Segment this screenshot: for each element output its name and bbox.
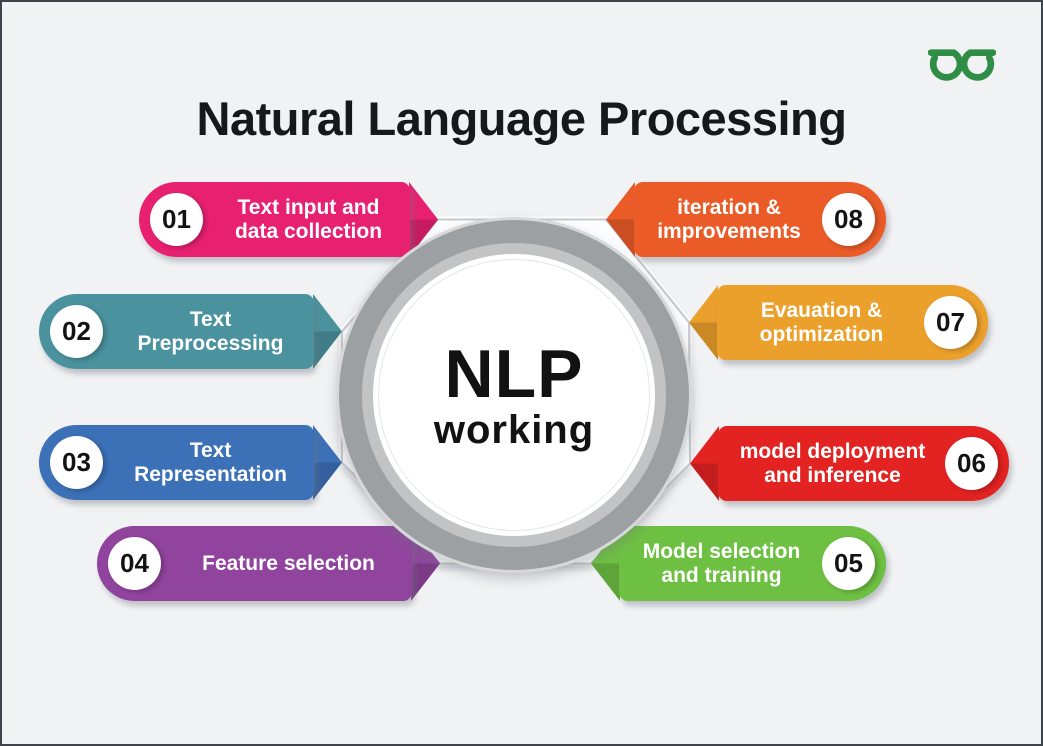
step-label: iteration & improvements — [657, 195, 801, 243]
ribbon-arrow-tip — [313, 294, 342, 369]
step-number: 05 — [834, 548, 863, 578]
step-number: 03 — [62, 447, 91, 477]
step-ribbon-04: 04 Feature selection — [97, 526, 440, 601]
ribbon-arrow-tip — [606, 182, 635, 257]
ribbon-arrow-tip — [591, 526, 620, 601]
page-title: Natural Language Processing — [196, 92, 847, 146]
ribbon-arrow-tip — [690, 426, 719, 501]
step-number: 08 — [834, 204, 863, 234]
step-label: Text Preprocessing — [137, 307, 284, 355]
step-ribbon-08: 08 iteration & improvements — [606, 182, 886, 257]
ribbon-arrow-tip — [409, 182, 438, 257]
step-ribbon-02: 02 Text Preprocessing — [39, 294, 342, 369]
step-label: Text input and data collection — [234, 195, 383, 243]
step-number-badge: 04 — [108, 537, 161, 590]
ribbon-arrow-tip — [689, 285, 718, 360]
nlp-center-circle: NLP working — [373, 254, 655, 536]
step-number: 02 — [62, 316, 91, 346]
step-number-badge: 05 — [822, 537, 875, 590]
step-label: Model selection and training — [642, 539, 801, 587]
step-number: 04 — [120, 548, 149, 578]
logo-left-g — [928, 49, 964, 81]
step-label: Evauation & optimization — [759, 298, 884, 346]
step-ribbon-07: 07 Evauation & optimization — [689, 285, 988, 360]
center-subtitle: working — [433, 408, 595, 452]
step-ribbon-03: 03 Text Representation — [39, 425, 342, 500]
step-number-badge: 08 — [822, 193, 875, 246]
step-ribbon-01: 01 Text input and data collection — [139, 182, 438, 257]
step-ribbon-06: 06 model deployment and inference — [690, 426, 1009, 501]
step-label: Feature selection — [202, 551, 375, 575]
step-number-badge: 07 — [924, 296, 977, 349]
logo-right-g — [960, 49, 996, 81]
step-number: 01 — [162, 204, 191, 234]
step-label: model deployment and inference — [739, 439, 926, 487]
ribbon-arrow-tip — [411, 526, 440, 601]
step-number-badge: 01 — [150, 193, 203, 246]
step-number: 07 — [936, 307, 965, 337]
center-title: NLP — [444, 336, 584, 412]
step-ribbon-05: 05 Model selection and training — [591, 526, 886, 601]
geeksforgeeks-logo — [928, 49, 996, 81]
ribbon-arrow-tip — [313, 425, 342, 500]
step-number-badge: 02 — [50, 305, 103, 358]
step-number: 06 — [957, 448, 986, 478]
step-number-badge: 03 — [50, 436, 103, 489]
step-label: Text Representation — [134, 438, 287, 486]
step-number-badge: 06 — [945, 437, 998, 490]
